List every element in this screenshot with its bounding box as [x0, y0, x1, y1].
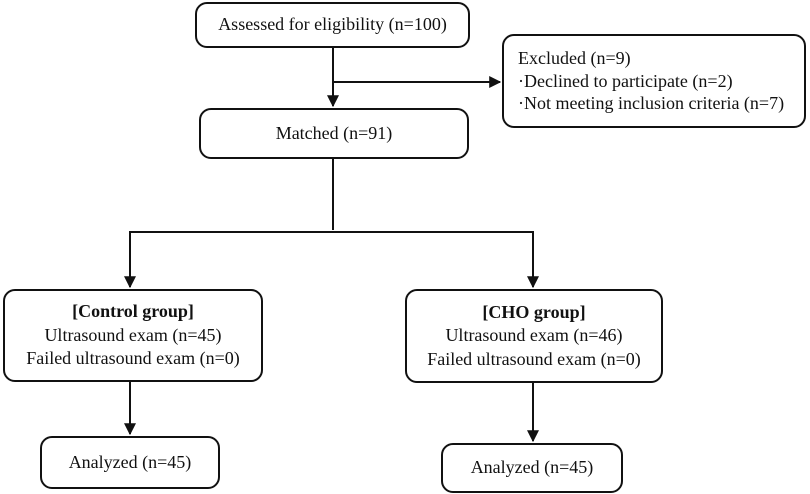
cho-group-box: [CHO group] Ultrasound exam (n=46) Faile… — [405, 289, 663, 383]
analyzed-control-text: Analyzed (n=45) — [68, 451, 192, 472]
control-group-title: [Control group] — [72, 301, 194, 322]
cho-failed: Failed ultrasound exam (n=0) — [427, 348, 641, 369]
excluded-item-2: ·Not meeting inclusion criteria (n=7) — [518, 93, 785, 114]
control-failed: Failed ultrasound exam (n=0) — [26, 348, 240, 369]
analyzed-control-box: Analyzed (n=45) — [40, 436, 220, 489]
excluded-title: Excluded (n=9) — [518, 48, 631, 69]
cho-group-title: [CHO group] — [482, 301, 586, 322]
control-ultrasound: Ultrasound exam (n=45) — [44, 324, 222, 345]
control-group-box: [Control group] Ultrasound exam (n=45) F… — [3, 289, 263, 382]
assessed-box: Assessed for eligibility (n=100) — [195, 2, 470, 48]
assessed-text: Assessed for eligibility (n=100) — [218, 14, 447, 35]
matched-text: Matched (n=91) — [275, 122, 393, 143]
excluded-item-1: ·Declined to participate (n=2) — [518, 70, 733, 91]
analyzed-cho-text: Analyzed (n=45) — [470, 457, 594, 478]
cho-ultrasound: Ultrasound exam (n=46) — [445, 325, 623, 346]
analyzed-cho-box: Analyzed (n=45) — [441, 443, 623, 493]
excluded-box: Excluded (n=9) ·Declined to participate … — [502, 34, 806, 128]
matched-box: Matched (n=91) — [199, 108, 469, 159]
